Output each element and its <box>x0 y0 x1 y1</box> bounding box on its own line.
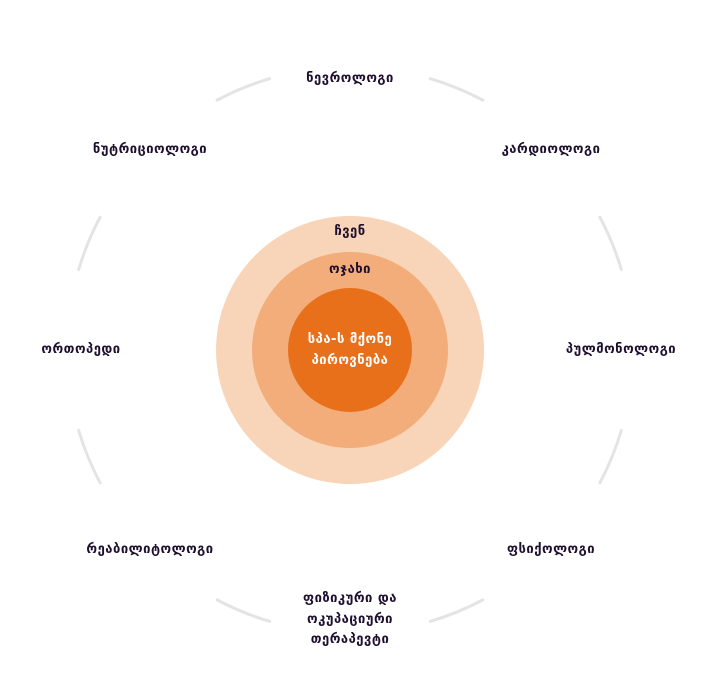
specialist-therapist-line3: თერაპევტი <box>310 632 390 647</box>
outer-arc-segment <box>215 598 272 623</box>
outer-arc-segment <box>598 428 623 485</box>
ring-label-family: ოჯახი <box>328 262 372 277</box>
outer-arcs <box>77 77 623 623</box>
ring-label-person-line1: სპა-ს მქონე <box>307 332 393 347</box>
specialist-psychologist: ფსიქოლოგი <box>506 542 596 557</box>
inner-circle-person <box>288 288 412 412</box>
outer-arc-segment <box>428 598 485 623</box>
ring-label-us: ჩვენ <box>334 224 366 239</box>
outer-arc-segment <box>428 77 485 102</box>
outer-arc-segment <box>598 215 623 272</box>
specialist-therapist-line1: ფიზიკური და <box>303 591 397 606</box>
specialist-neurologist: ნევროლოგი <box>306 71 394 86</box>
specialist-nutritionist: ნუტრიციოლოგი <box>92 142 208 157</box>
specialist-pulmonologist: პულმონოლოგი <box>565 342 677 357</box>
outer-arc-segment <box>77 428 102 485</box>
specialist-orthopedist: ორთოპედი <box>41 342 121 357</box>
specialist-rehabilitologist: რეაბილიტოლოგი <box>86 542 214 557</box>
ring-label-person-line2: პიროვნება <box>311 353 389 368</box>
specialist-cardiologist: კარდიოლოგი <box>501 142 601 157</box>
specialist-therapist-line2: ოკუპაციური <box>306 612 394 627</box>
outer-arc-segment <box>215 77 272 102</box>
outer-arc-segment <box>77 215 102 272</box>
